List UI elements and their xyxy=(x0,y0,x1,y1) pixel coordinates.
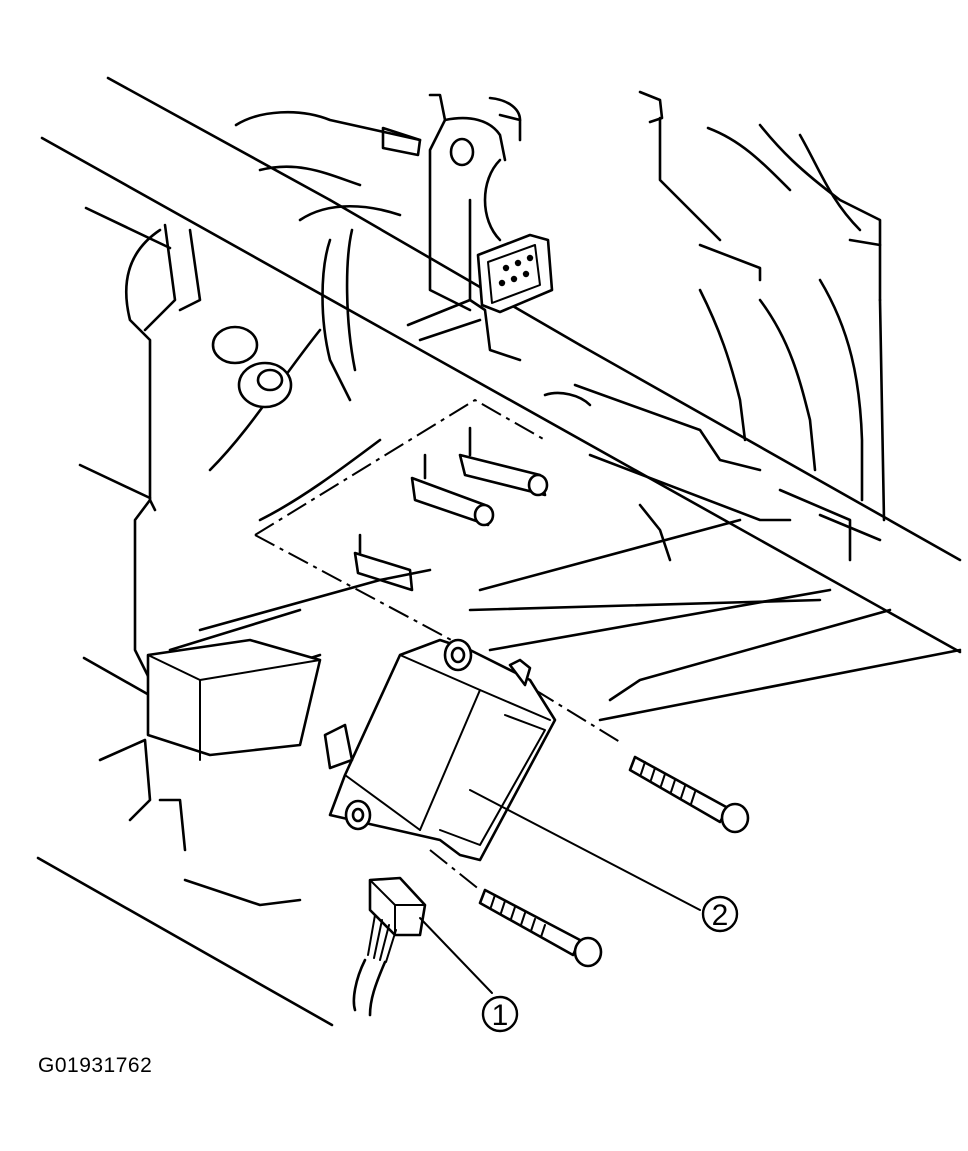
leader-lines xyxy=(419,789,701,994)
left-housing xyxy=(124,223,522,682)
gusset-bracket xyxy=(98,638,322,907)
bolt-upper xyxy=(628,755,750,834)
injector-pins xyxy=(353,426,549,592)
callout-1-label: 1 xyxy=(492,999,509,1032)
control-module xyxy=(323,638,557,862)
callout-2: 2 xyxy=(701,895,739,933)
engine-housing xyxy=(234,90,886,522)
callout-2-label: 2 xyxy=(712,899,729,932)
harness-connector xyxy=(352,876,427,1017)
cross-member-frame xyxy=(36,76,962,1027)
callout-1: 1 xyxy=(481,995,519,1033)
upper-bracket xyxy=(381,93,522,312)
bolt-lower xyxy=(478,888,603,968)
multi-pin-connector xyxy=(476,233,554,314)
figure-id: G01931762 xyxy=(38,1054,153,1077)
